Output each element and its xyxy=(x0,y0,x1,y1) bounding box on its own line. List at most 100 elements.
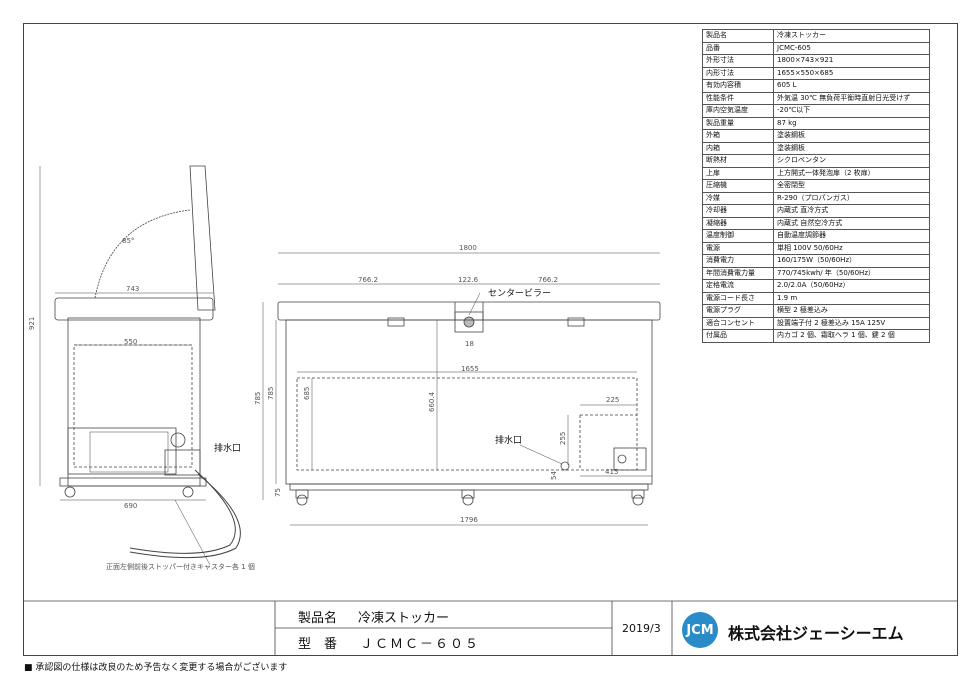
spec-value: 自動温度調節器 xyxy=(773,229,930,243)
side-height-label: 921 xyxy=(28,317,36,330)
spec-row: 電源単相 100V 50/60Hz xyxy=(702,241,930,255)
model-value: ＪＣＭＣ－６０５ xyxy=(360,637,481,652)
footnote: ■ 承認図の仕様は改良のため予告なく変更する場合がございます xyxy=(24,663,288,673)
spec-value: JCMC-605 xyxy=(773,41,930,55)
spec-value: -20℃以下 xyxy=(773,104,930,118)
spec-key: 定格電流 xyxy=(702,279,774,293)
spec-value: 1655×550×685 xyxy=(773,66,930,80)
front-inner-height-label: 685 xyxy=(303,387,311,400)
spec-key: 年間消費電力量 xyxy=(702,266,774,280)
front-drain-label: 排水口 xyxy=(495,434,522,446)
spec-row: 断熱材シクロペンタン xyxy=(702,154,930,168)
spec-key: 品番 xyxy=(702,41,774,55)
spec-key: 断熱材 xyxy=(702,154,774,168)
spec-value: 1.9 m xyxy=(773,291,930,305)
front-inner-width-label: 1655 xyxy=(461,365,479,373)
spec-value: 内蔵式 自然空冷方式 xyxy=(773,216,930,230)
date: 2019/3 xyxy=(622,622,661,635)
spec-key: 製品名 xyxy=(702,29,774,43)
spec-key: 凝縮器 xyxy=(702,216,774,230)
spec-key: 製品重量 xyxy=(702,116,774,130)
drawing-sheet xyxy=(23,23,958,656)
side-base-width-label: 690 xyxy=(124,502,137,510)
spec-value: 605 L xyxy=(773,79,930,93)
spec-key: 電源 xyxy=(702,241,774,255)
spec-key: 電源プラグ xyxy=(702,304,774,318)
spec-key: 冷却器 xyxy=(702,204,774,218)
side-view xyxy=(39,165,241,566)
spec-value: 塗装鋼板 xyxy=(773,141,930,155)
spec-key: 外形寸法 xyxy=(702,54,774,68)
spec-value: 770/745kwh/ 年（50/60Hz） xyxy=(773,266,930,280)
base-width-label: 1796 xyxy=(460,516,478,524)
spec-value: 単相 100V 50/60Hz xyxy=(773,241,930,255)
title-block-frame xyxy=(23,600,958,656)
front-lid-left-label: 766.2 xyxy=(358,276,378,284)
spec-row: 外箱塗装鋼板 xyxy=(702,129,930,143)
drain-offset-label: 54 xyxy=(550,471,558,480)
spec-key: 温度制御 xyxy=(702,229,774,243)
side-drain-label: 排水口 xyxy=(214,442,241,454)
spec-value: シクロペンタン xyxy=(773,154,930,168)
spec-value: 87 kg xyxy=(773,116,930,130)
spec-row: 適合コンセント設置端子付 2 極差込み 15A 125V xyxy=(702,316,930,330)
spec-row: 製品名冷凍ストッカー xyxy=(702,29,930,43)
front-center-gap-label: 122.6 xyxy=(458,276,479,284)
step-height-label: 255 xyxy=(559,432,567,445)
side-view-labels: 85° 743 550 690 921 排水口 正面左側前後ストッパー付きキャス… xyxy=(28,237,255,571)
spec-value: 2.0/2.0A（50/60Hz） xyxy=(773,279,930,293)
front-total-height-label: 785 xyxy=(254,392,262,405)
spec-row: 上扉上方開式一体発泡扉（2 枚扉） xyxy=(702,166,930,180)
spec-value: 上方開式一体発泡扉（2 枚扉） xyxy=(773,166,930,180)
spec-key: 消費電力 xyxy=(702,254,774,268)
product-name-value: 冷凍ストッカー xyxy=(358,611,450,626)
spec-key: 有効内容積 xyxy=(702,79,774,93)
spec-row: 電源プラグ横型 2 極差込み xyxy=(702,304,930,318)
spec-key: 内箱 xyxy=(702,141,774,155)
front-body-height-label: 785 xyxy=(267,387,275,400)
front-lid-right-label: 766.2 xyxy=(538,276,558,284)
caster-note: 正面左側前後ストッパー付きキャスター各 1 個 xyxy=(106,562,255,571)
base-height-label: 75 xyxy=(274,488,282,497)
spec-row: 庫内空気温度-20℃以下 xyxy=(702,104,930,118)
product-name-label: 製品名 xyxy=(298,611,338,626)
spec-value: 横型 2 極差込み xyxy=(773,304,930,318)
front-gap-small-label: 18 xyxy=(465,340,474,348)
front-total-width-label: 1800 xyxy=(459,244,477,252)
spec-key: 外箱 xyxy=(702,129,774,143)
spec-row: 凝縮器内蔵式 自然空冷方式 xyxy=(702,216,930,230)
spec-key: 圧縮機 xyxy=(702,179,774,193)
spec-value: R-290（プロパンガス） xyxy=(773,191,930,205)
spec-key: 電源コード長さ xyxy=(702,291,774,305)
spec-value: 外気温 30℃ 無負荷平衡時直射日光受けず xyxy=(773,91,930,105)
spec-key: 適合コンセント xyxy=(702,316,774,330)
spec-value: 内蔵式 直冷方式 xyxy=(773,204,930,218)
spec-row: 圧縮機全密閉型 xyxy=(702,179,930,193)
spec-row: 冷却器内蔵式 直冷方式 xyxy=(702,204,930,218)
spec-value: 塗装鋼板 xyxy=(773,129,930,143)
spec-key: 内形寸法 xyxy=(702,66,774,80)
side-inner-width-label: 550 xyxy=(124,338,137,346)
spec-value: 160/175W（50/60Hz） xyxy=(773,254,930,268)
spec-value: 設置端子付 2 極差込み 15A 125V xyxy=(773,316,930,330)
step-width-label: 225 xyxy=(606,396,619,404)
spec-value: 1800×743×921 xyxy=(773,54,930,68)
front-mid-height-label: 660.4 xyxy=(428,391,436,412)
spec-key: 付属品 xyxy=(702,329,774,343)
side-angle-label: 85° xyxy=(122,237,134,245)
right-section-label: 415 xyxy=(605,468,618,476)
spec-row: 内箱塗装鋼板 xyxy=(702,141,930,155)
front-view-labels: 1800 766.2 122.6 766.2 センタービラー 18 1655 7… xyxy=(254,244,619,524)
